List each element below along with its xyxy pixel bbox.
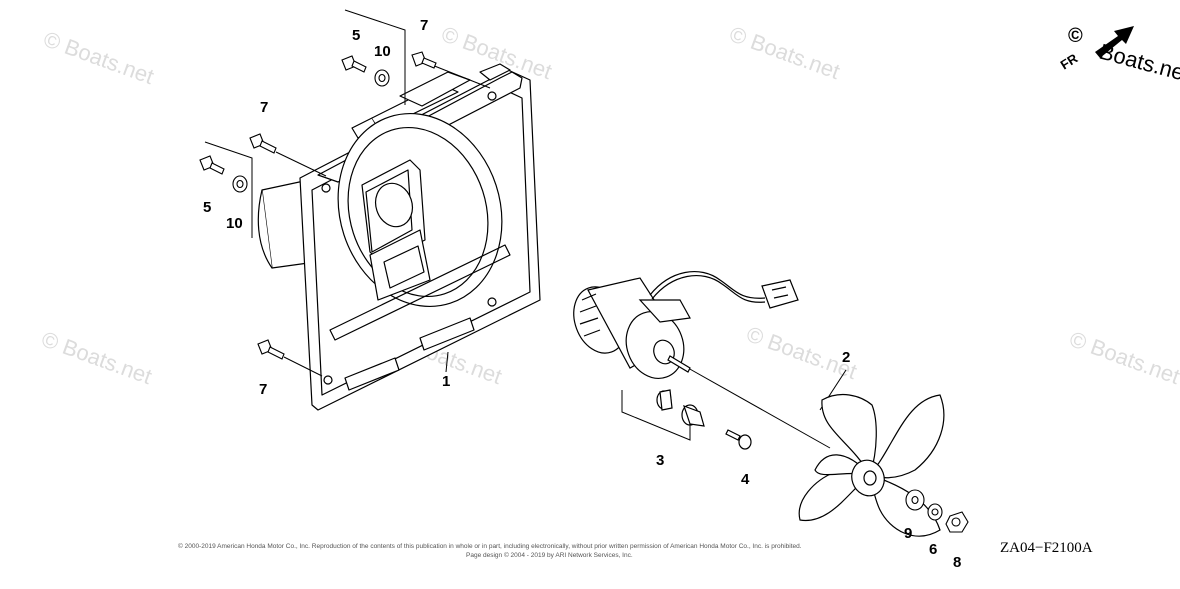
callout-7: 7 — [260, 99, 268, 116]
page-design-notice: Page design © 2004 - 2019 by ARI Network… — [466, 551, 633, 559]
fasteners — [199, 51, 437, 360]
leader-lines — [204, 9, 847, 449]
callout-9: 9 — [904, 525, 912, 542]
watermark: © Boats.net — [40, 26, 157, 89]
bolt-7-left — [249, 133, 277, 154]
fan-motor — [573, 271, 799, 450]
callout-2: 2 — [842, 349, 850, 366]
fan-blade — [798, 393, 945, 537]
bolt-7-upper — [411, 51, 437, 69]
callout-10: 10 — [226, 215, 243, 232]
copyright-symbol: © — [1068, 25, 1083, 47]
callout-6: 6 — [929, 541, 937, 558]
washer-10-left — [232, 175, 248, 193]
bolt-5-left — [199, 155, 225, 175]
callout-7: 7 — [420, 17, 428, 34]
front-label: FR — [1058, 50, 1081, 72]
brand-mark: © Boats.ne FR — [1058, 25, 1180, 85]
callout-8: 8 — [953, 554, 961, 571]
screw-4 — [725, 429, 741, 441]
washer-10-upper — [374, 69, 390, 87]
watermark: © Boats.net — [726, 21, 843, 84]
footer: © 2000-2019 American Honda Motor Co., In… — [178, 540, 1093, 559]
callout-5: 5 — [352, 27, 360, 44]
callout-5: 5 — [203, 199, 211, 216]
callout-4: 4 — [741, 471, 750, 488]
callout-3: 3 — [656, 452, 664, 469]
callouts: 7 5 10 7 5 10 7 1 3 4 2 9 6 8 — [203, 17, 961, 571]
copyright-notice: © 2000-2019 American Honda Motor Co., In… — [178, 542, 802, 550]
callout-10: 10 — [374, 43, 391, 60]
bolt-7-lower — [257, 339, 285, 360]
wire-connector — [761, 279, 799, 309]
callout-1: 1 — [442, 373, 450, 390]
hub-hardware — [905, 489, 969, 533]
watermark: © Boats.net — [38, 326, 155, 389]
watermark: © Boats.net — [1066, 326, 1180, 389]
diagram-code: ZA04−F2100A — [1000, 540, 1093, 556]
fan-shroud — [257, 63, 541, 411]
callout-7: 7 — [259, 381, 267, 398]
bolt-5-upper — [341, 55, 367, 73]
